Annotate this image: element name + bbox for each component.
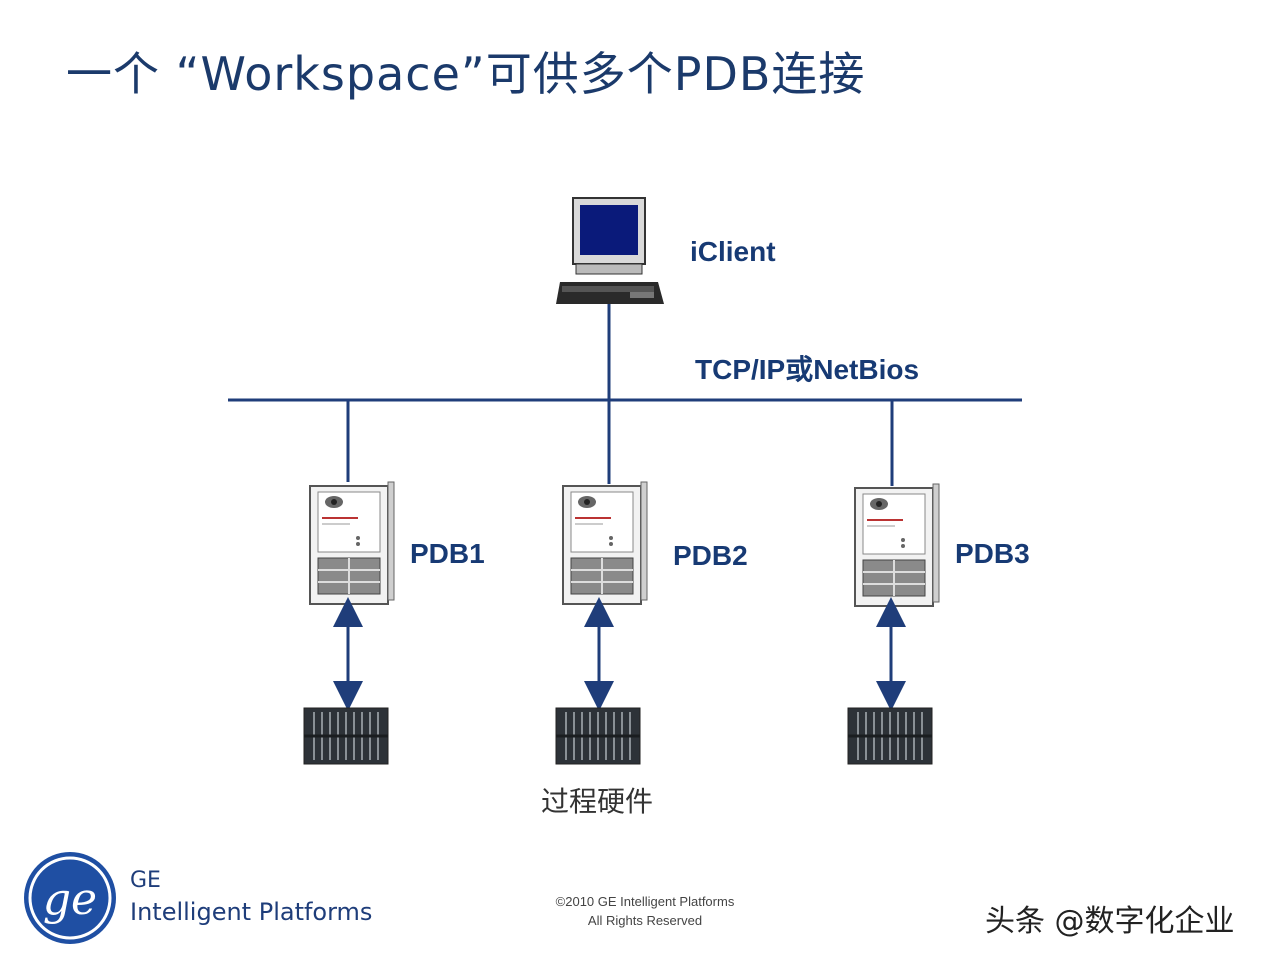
server-label-pdb1: PDB1 bbox=[410, 538, 485, 569]
server-icon-pdb3 bbox=[854, 483, 940, 607]
copyright-line-2: All Rights Reserved bbox=[587, 913, 703, 928]
hardware-rack-icon-3 bbox=[846, 706, 934, 766]
svg-text:ge: ge bbox=[43, 874, 97, 925]
server-icon-pdb1 bbox=[309, 481, 395, 605]
ge-logo-icon: ge bbox=[24, 852, 116, 944]
watermark-text: 头条 @数字化企业 bbox=[985, 904, 1235, 939]
hardware-rack-icon-2 bbox=[554, 706, 642, 766]
server-label-pdb2: PDB2 bbox=[673, 540, 748, 571]
server-icon-pdb2 bbox=[562, 481, 648, 605]
hardware-links bbox=[333, 597, 906, 711]
client-label: iClient bbox=[690, 236, 776, 267]
computer-icon bbox=[556, 197, 664, 304]
network-label: TCP/IP或NetBios bbox=[695, 354, 920, 385]
server-label-pdb3: PDB3 bbox=[955, 538, 1030, 569]
brand-name: GE bbox=[130, 868, 161, 893]
copyright-line-1: ©2010 GE Intelligent Platforms bbox=[555, 894, 735, 909]
page-title: 一个 “Workspace”可供多个PDB连接 bbox=[66, 47, 866, 101]
hardware-rack-icon-1 bbox=[302, 706, 390, 766]
network-lines bbox=[228, 304, 1022, 486]
brand-division: Intelligent Platforms bbox=[130, 898, 373, 926]
hardware-label: 过程硬件 bbox=[541, 785, 654, 818]
copyright-notice: ©2010 GE Intelligent Platforms All Right… bbox=[500, 892, 790, 930]
